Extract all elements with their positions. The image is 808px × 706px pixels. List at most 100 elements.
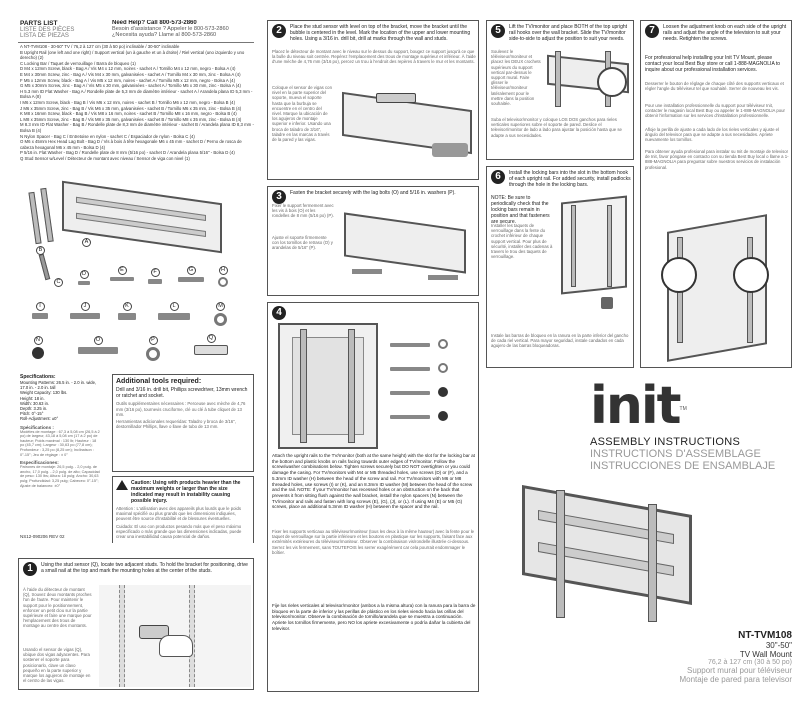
step-2-text-es: Coloque el sensor de vigas con nivel en … bbox=[272, 85, 332, 143]
step-1-text-en: Using the stud sensor (Q), locate two ad… bbox=[41, 562, 248, 574]
title-fr: INSTRUCTIONS D'ASSEMBLAGE bbox=[590, 448, 761, 460]
help-es: ¿Necesita ayuda? Llame al 800-573-2860 bbox=[112, 32, 217, 38]
warning-icon bbox=[116, 480, 128, 490]
help-fr: Besoin d'assistance ? Appeler le 800-573… bbox=[112, 26, 229, 32]
specs-heading-es: Especificaciones: bbox=[20, 460, 59, 466]
step-1-wall-illustration bbox=[99, 585, 251, 687]
screw-i: I bbox=[32, 302, 48, 319]
parts-list-item: I M6 x 12mm Screw, black - Bag B / Vis M… bbox=[20, 99, 235, 105]
washer-p: P bbox=[146, 336, 160, 361]
caution-es: Cuidado: El uso con productos pesando má… bbox=[116, 523, 242, 540]
padlock-icon bbox=[601, 297, 613, 309]
size-range: 30"-50" bbox=[765, 641, 792, 650]
step-3-text-en: Fasten the bracket securely with the lag… bbox=[290, 190, 456, 196]
logo-tm: TM bbox=[679, 406, 687, 412]
step-7-number: 7 bbox=[645, 24, 659, 38]
step-6-panel: 6 Install the locking bars into the slot… bbox=[486, 166, 634, 368]
size-metric: 76,2 à 127 cm (30 à 50 po) bbox=[707, 659, 792, 666]
specs-es: Patrones de montaje: 26,5 pulg. - 2,0 pu… bbox=[20, 465, 100, 488]
upright-rail-b-2 bbox=[40, 187, 54, 243]
step-6-tv-illustration bbox=[557, 195, 631, 325]
help-line: Need Help? Call 800-573-2860 Besoin d'as… bbox=[112, 20, 254, 38]
screw-f: F bbox=[148, 268, 162, 284]
zoom-circle bbox=[597, 67, 627, 97]
step-3-text-es: Ajuste el soporte firmemente con los tor… bbox=[272, 235, 333, 251]
step-6-note: NOTE: Be sure to periodically check that… bbox=[491, 195, 550, 225]
parts-list-item: E M4 x 30mm Screw, zinc - Bag A / Vis M4… bbox=[20, 71, 241, 77]
caution-fr: Attention : L'utilisation avec des appar… bbox=[116, 506, 242, 522]
logo-text: init bbox=[590, 376, 682, 436]
step-2-panel: 2 Place the stud sensor with level on to… bbox=[267, 20, 479, 180]
parts-list-panel: PARTS LIST LISTE DES PIÈCES LISTA DE PIE… bbox=[18, 20, 254, 543]
step-5-text-fr: Soulevez le téléviseur/moniteur et place… bbox=[491, 49, 541, 107]
specifications: Specifications: Mounting Patterns: 26.5 … bbox=[20, 374, 100, 488]
stud-sensor-icon bbox=[139, 625, 169, 639]
init-logo: init TM bbox=[590, 380, 687, 432]
step-7-panel: 7 Loosen the adjustment knob on each sid… bbox=[640, 20, 792, 368]
parts-list-title-es: LISTA DE PIEZAS bbox=[20, 33, 69, 39]
step-2-number: 2 bbox=[272, 24, 286, 38]
hand-icon bbox=[159, 635, 193, 657]
parts-list-item: C Locking Bar / Taquet de verrouillage /… bbox=[20, 60, 136, 66]
spec-line: Pitch: 0°-15° bbox=[20, 411, 44, 417]
step-1-panel: 1 Using the stud sensor (Q), locate two … bbox=[18, 558, 254, 690]
step-7-text-es: Afloje la perilla de ajuste a cada lado … bbox=[645, 127, 779, 143]
step-3-number: 3 bbox=[272, 190, 286, 204]
screw-d: D bbox=[78, 270, 90, 285]
parts-list-item: H 5.3 mm ID Flat Washer - Bag A / Rondel… bbox=[20, 88, 253, 100]
spec-line: Weight Capacity: 130 lbs. bbox=[20, 390, 68, 396]
parts-list-item: P 5/16 in. Flat Washer - Bag D / Rondell… bbox=[20, 150, 235, 156]
tools-fr: Outils supplémentaires nécessaires : Per… bbox=[116, 401, 246, 417]
step-7-text-en: Loosen the adjustment knob on each side … bbox=[663, 24, 787, 42]
parts-list-title-en: PARTS LIST bbox=[20, 20, 58, 27]
product-es: Montaje de pared para televisor bbox=[679, 675, 792, 684]
step-7-text-fr: Desserrer le bouton de réglage de chaque… bbox=[645, 81, 784, 92]
step-4-tv-back-illustration bbox=[278, 323, 470, 449]
step-3-text-fr: Fixer le support fermement avec les vis … bbox=[272, 203, 334, 219]
spec-line: Mounting Patterns: 26.5 in. - 2.0 in. wi… bbox=[20, 380, 97, 391]
cover-mount-illustration bbox=[512, 480, 702, 622]
step-2-text-fr: Placez le détecteur de montant avec le n… bbox=[272, 49, 476, 65]
step-6-text-en: Install the locking bars into the slot i… bbox=[509, 170, 631, 188]
part-label-c: C bbox=[54, 278, 63, 287]
product-fr: Support mural pour téléviseur bbox=[687, 666, 792, 675]
parts-list-item: A NT-TVM108 - 30-50" TV / 76,2 à 127 cm … bbox=[20, 44, 180, 49]
parts-list-item: K M8 x 16mm Screw, black - Bag B / Vis M… bbox=[20, 111, 237, 117]
step-7-pro-es: Para obtener ayuda profesional para inst… bbox=[645, 149, 789, 170]
step-4-text-fr: Fixer les supports verticaux au télévise… bbox=[272, 529, 475, 555]
lag-bolt-o: O bbox=[78, 336, 118, 354]
tools-en: Drill and 3/16 in. drill bit, Phillips s… bbox=[116, 387, 248, 400]
help-en: Need Help? Call 800-573-2860 bbox=[112, 20, 197, 26]
knob-zoom-circle bbox=[661, 257, 697, 293]
parts-list-item: F M5 x 12mm Screw, black - Bag A / Vis M… bbox=[20, 77, 236, 83]
step-7-pro-en: For professional help installing your In… bbox=[645, 55, 781, 73]
step-1-number: 1 bbox=[23, 562, 37, 576]
spec-line: Width: 30.63 in. bbox=[20, 400, 50, 406]
step-6-number: 6 bbox=[491, 170, 505, 184]
step-3-bracket-illustration bbox=[338, 205, 476, 293]
step-5-mount-illustration bbox=[545, 51, 631, 113]
title-es: INSTRUCCIONES DE ENSAMBLAJE bbox=[590, 460, 776, 472]
spec-line: Height: 18 in. bbox=[20, 395, 45, 401]
screw-e: E bbox=[110, 266, 134, 281]
upright-rail-b bbox=[28, 191, 42, 245]
part-label-b: B bbox=[36, 246, 45, 255]
screw-g: G bbox=[178, 266, 204, 282]
screw-k: K bbox=[118, 302, 136, 320]
step-5-text-es: Suba el televisor/monitor y coloque LOS … bbox=[491, 117, 622, 138]
parts-list-title-fr: LISTE DES PIÈCES bbox=[20, 27, 75, 33]
title-en: ASSEMBLY INSTRUCTIONS bbox=[590, 436, 741, 448]
product-en: TV Wall Mount bbox=[739, 650, 792, 659]
step-6-text-fr: Installer les taquets de verrouillage da… bbox=[491, 223, 553, 260]
part-label-a: A bbox=[82, 238, 91, 247]
step-4-number: 4 bbox=[272, 306, 286, 320]
drill-icon bbox=[432, 143, 468, 157]
parts-list-item: O M6 x 45mm Hex Head Lag Bolt - Bag D / … bbox=[20, 139, 242, 150]
tools-box: Additional tools required: Drill and 3/1… bbox=[112, 374, 254, 472]
locking-bar-c bbox=[38, 253, 51, 281]
caution-box: Caution: Using with products heavier tha… bbox=[112, 476, 254, 543]
step-4-panel: 4 Attach the upright rails to the TV/mon… bbox=[267, 302, 479, 692]
parts-list-item: B Upright Rail (one left and one right) … bbox=[20, 49, 245, 61]
parts-list-heading: PARTS LIST LISTE DES PIÈCES LISTA DE PIE… bbox=[20, 20, 118, 39]
